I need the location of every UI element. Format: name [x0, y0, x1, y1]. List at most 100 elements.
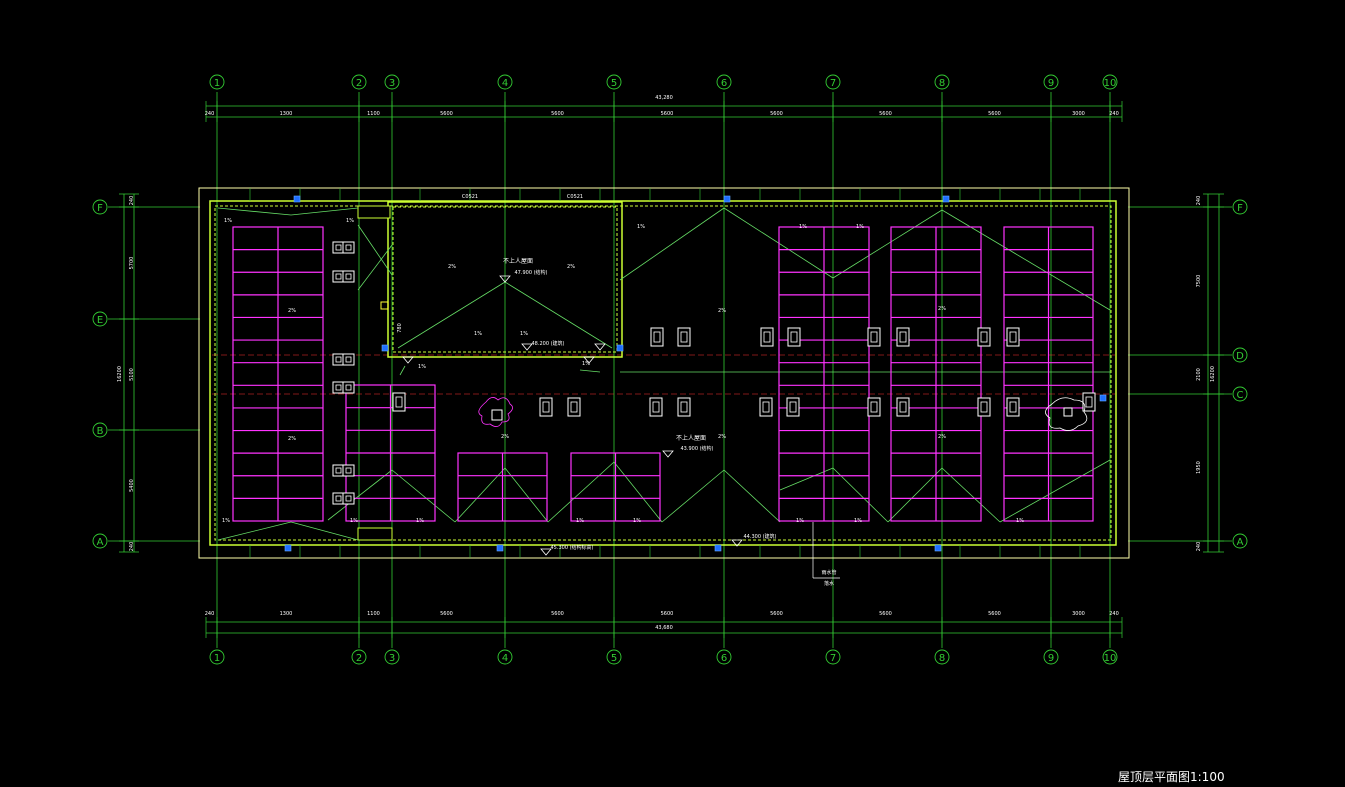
vent-left-0 [332, 241, 345, 254]
axis-bubble-top-3-label: 3 [389, 78, 395, 89]
roof-notch-top [357, 205, 391, 219]
slope-line-24 [999, 459, 1111, 523]
vent-14 [867, 397, 881, 417]
axis-bubble-top-9-label: 9 [1048, 78, 1054, 89]
vent-18 [392, 392, 406, 412]
slope-line-19 [723, 469, 781, 523]
drain-marker-5 [714, 544, 722, 552]
elev-b: 44.300 (建筑) [744, 533, 777, 540]
dim-bottom-1: 1300 [280, 611, 293, 617]
vent-inner-12 [762, 401, 770, 413]
slope-line-26 [579, 369, 601, 373]
axis-bubble-top-9 [1043, 74, 1059, 90]
dim-left-4: 240 [129, 542, 135, 552]
axis-bubble-top-8 [934, 74, 950, 90]
axis-bubble-bottom-4-label: 4 [502, 653, 508, 664]
axis-bubble-left-F [92, 199, 108, 215]
vent-inner-14 [870, 401, 878, 413]
axis-bubble-top-10-label: 10 [1104, 78, 1117, 89]
drain-sub-label: 落水 [824, 580, 834, 587]
level-marker-4 [583, 356, 595, 364]
slope-line-6 [397, 281, 506, 349]
axis-bubble-bottom-1-label: 1 [214, 653, 220, 664]
vent-8 [539, 397, 553, 417]
dim-top-7: 5600 [879, 111, 892, 117]
roof-note-1: 不上人屋面 [503, 257, 533, 265]
drain-marker-4 [496, 544, 504, 552]
vent-left-1 [342, 241, 355, 254]
vent-12 [759, 397, 773, 417]
dim-left-total: 16200 [117, 366, 123, 382]
vent-inner-10 [652, 401, 660, 413]
slope-line-21 [832, 467, 889, 523]
vent-inner-15 [899, 401, 907, 413]
slope-line-1 [290, 207, 359, 216]
vent-left-3 [342, 270, 355, 283]
building-outline [198, 187, 1130, 559]
dim-right-1: 7500 [1196, 275, 1202, 288]
vent-inner-8 [542, 401, 550, 413]
dim-bottom-4: 5600 [551, 611, 564, 617]
dim-top-9: 3000 [1072, 111, 1085, 117]
vent-left-2-inner [335, 273, 342, 280]
axis-bubble-right-F [1232, 199, 1248, 215]
upper-roof-outer [387, 201, 623, 358]
vent-left-4-inner [335, 356, 342, 363]
slope-label-19: 2% [938, 306, 946, 312]
axis-bubble-bottom-2 [351, 649, 367, 665]
dim-top-2: 1100 [367, 111, 380, 117]
slope-label-5: 1% [350, 518, 358, 524]
drain-marker-0 [293, 195, 301, 203]
drain-label: 雨水管 [821, 569, 836, 576]
slope-label-13: 1% [637, 224, 645, 230]
vent-left-3-inner [345, 273, 352, 280]
roof-hatch-1 [491, 409, 503, 421]
axis-bubble-top-6-label: 6 [721, 78, 727, 89]
dim-780: 780 [397, 323, 403, 333]
axis-bubble-right-A [1232, 533, 1248, 549]
vent-9 [567, 397, 581, 417]
vent-inner-17 [1009, 401, 1017, 413]
roof-slope-lines [217, 207, 1111, 541]
dim-top-total: 43,280 [655, 95, 673, 101]
roof-notch-bottom [357, 527, 393, 541]
vent-1 [677, 327, 691, 347]
axis-bubble-top-5-label: 5 [611, 78, 617, 89]
axis-bubble-top-6 [716, 74, 732, 90]
vent-left-1-inner [345, 244, 352, 251]
slope-line-4 [357, 224, 393, 276]
slope-label-25: 1% [582, 361, 590, 367]
vent-17 [1006, 397, 1020, 417]
drain-marker-7 [381, 344, 389, 352]
drain-marker-2 [942, 195, 950, 203]
slope-line-22 [887, 467, 943, 523]
axis-bubble-top-7-label: 7 [830, 78, 836, 89]
dim-top-8: 5600 [988, 111, 1001, 117]
axis-bubble-left-B-label: B [97, 426, 104, 437]
slope-line-14 [619, 207, 725, 281]
slope-line-25 [399, 365, 406, 376]
vent-inner-3 [790, 331, 798, 343]
axis-bubble-left-B [92, 422, 108, 438]
axis-bubble-bottom-5 [606, 649, 622, 665]
vent-10 [649, 397, 663, 417]
vent-11 [677, 397, 691, 417]
vent-left-11-inner [345, 495, 352, 502]
slope-label-18: 1% [856, 224, 864, 230]
axis-bubble-bottom-4 [497, 649, 513, 665]
axis-bubble-top-2 [351, 74, 367, 90]
vent-2 [760, 327, 774, 347]
level-marker-3 [402, 356, 414, 364]
vent-15 [896, 397, 910, 417]
parapet-inner [214, 205, 1112, 541]
drawing-title: 屋顶层平面图1:100 [1118, 770, 1225, 784]
dim-bottom-9: 3000 [1072, 611, 1085, 617]
axis-bubble-bottom-9-label: 9 [1048, 653, 1054, 664]
level-marker-6 [731, 539, 743, 547]
level-marker-2 [594, 343, 606, 351]
slope-label-1: 1% [346, 218, 354, 224]
axis-bubble-bottom-8-label: 8 [939, 653, 945, 664]
vent-inner-13 [789, 401, 797, 413]
vent-7 [1006, 327, 1020, 347]
